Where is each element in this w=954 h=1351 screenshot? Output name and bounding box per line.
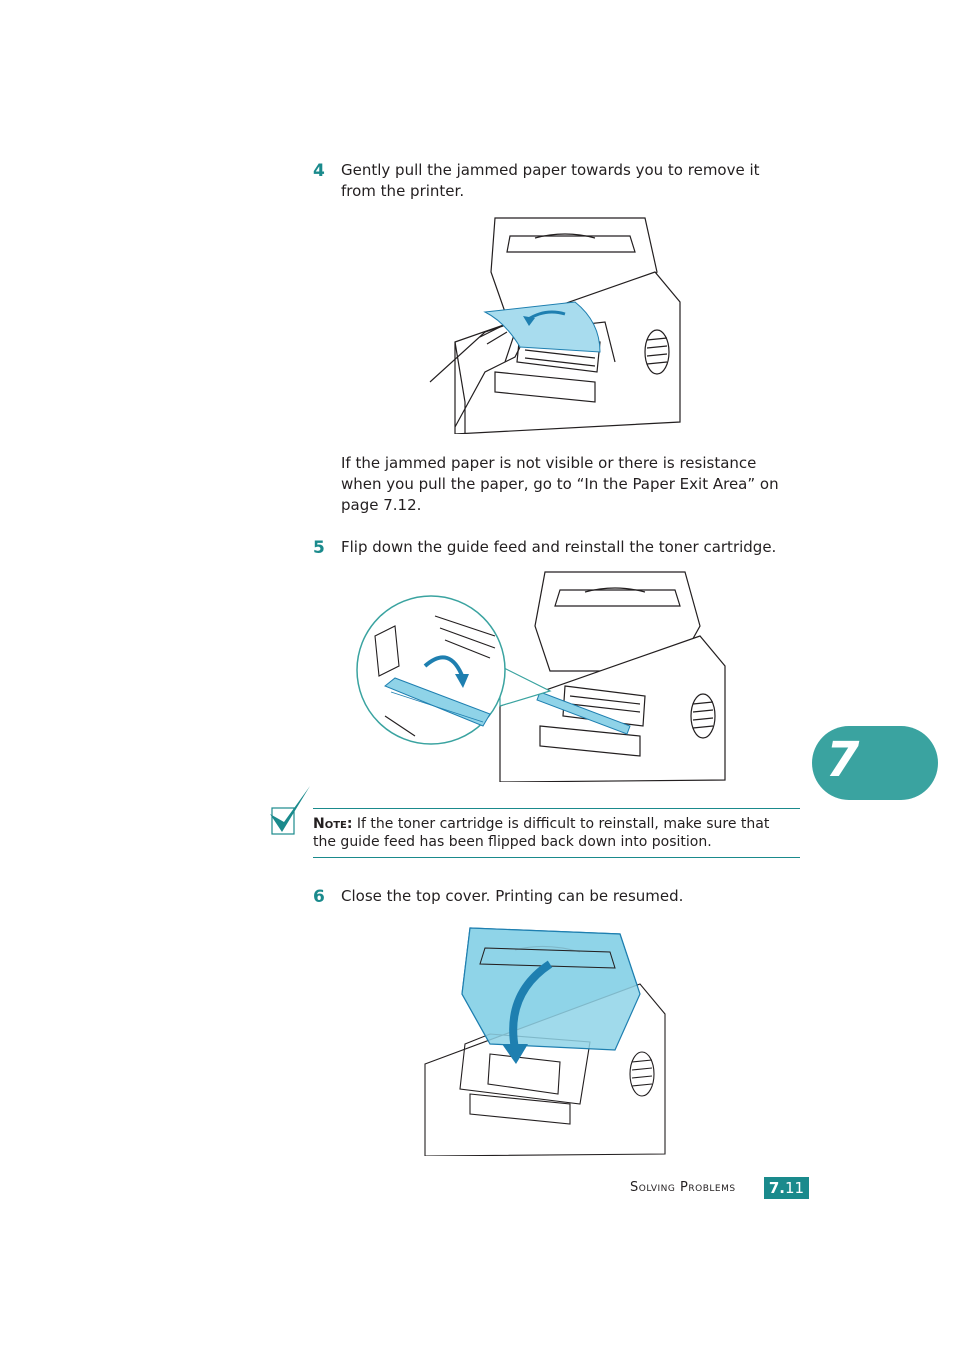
- illustration-remove-jammed-paper: [429, 217, 681, 434]
- step-6-number: 6: [313, 887, 325, 907]
- note-label: Note:: [313, 816, 353, 832]
- step-4-number: 4: [313, 161, 325, 181]
- step-5-number: 5: [313, 538, 325, 558]
- chapter-tab-number: 7: [826, 732, 860, 788]
- illustration-close-top-cover: [424, 927, 666, 1156]
- followup-line-3: page 7.12.: [341, 496, 422, 514]
- footer-page-number: 7.11: [764, 1177, 809, 1199]
- footer-chapter: 7.: [768, 1179, 786, 1197]
- footer-section-title: Solving Problems: [630, 1180, 736, 1195]
- step-4-line-1: Gently pull the jammed paper towards you…: [341, 161, 760, 179]
- chapter-tab[interactable]: 7: [812, 726, 938, 800]
- followup-line-1: If the jammed paper is not visible or th…: [341, 454, 757, 472]
- step-4-text: Gently pull the jammed paper towards you…: [341, 160, 801, 202]
- footer-page: 11: [785, 1179, 805, 1197]
- step-4-followup: If the jammed paper is not visible or th…: [341, 453, 801, 516]
- illustration-flip-guide-feed: [356, 571, 726, 782]
- note-text: Note: If the toner cartridge is difficul…: [313, 815, 800, 851]
- step-4-line-2: from the printer.: [341, 182, 465, 200]
- note-line-2: the guide feed has been flipped back dow…: [313, 834, 712, 850]
- checkmark-icon: [270, 786, 310, 835]
- step-6-text: Close the top cover. Printing can be res…: [341, 887, 684, 905]
- note-line-1: If the toner cartridge is difficult to r…: [356, 816, 770, 832]
- step-5-text: Flip down the guide feed and reinstall t…: [341, 538, 777, 556]
- note-box: Note: If the toner cartridge is difficul…: [313, 808, 800, 858]
- followup-line-2: when you pull the paper, go to “In the P…: [341, 475, 779, 493]
